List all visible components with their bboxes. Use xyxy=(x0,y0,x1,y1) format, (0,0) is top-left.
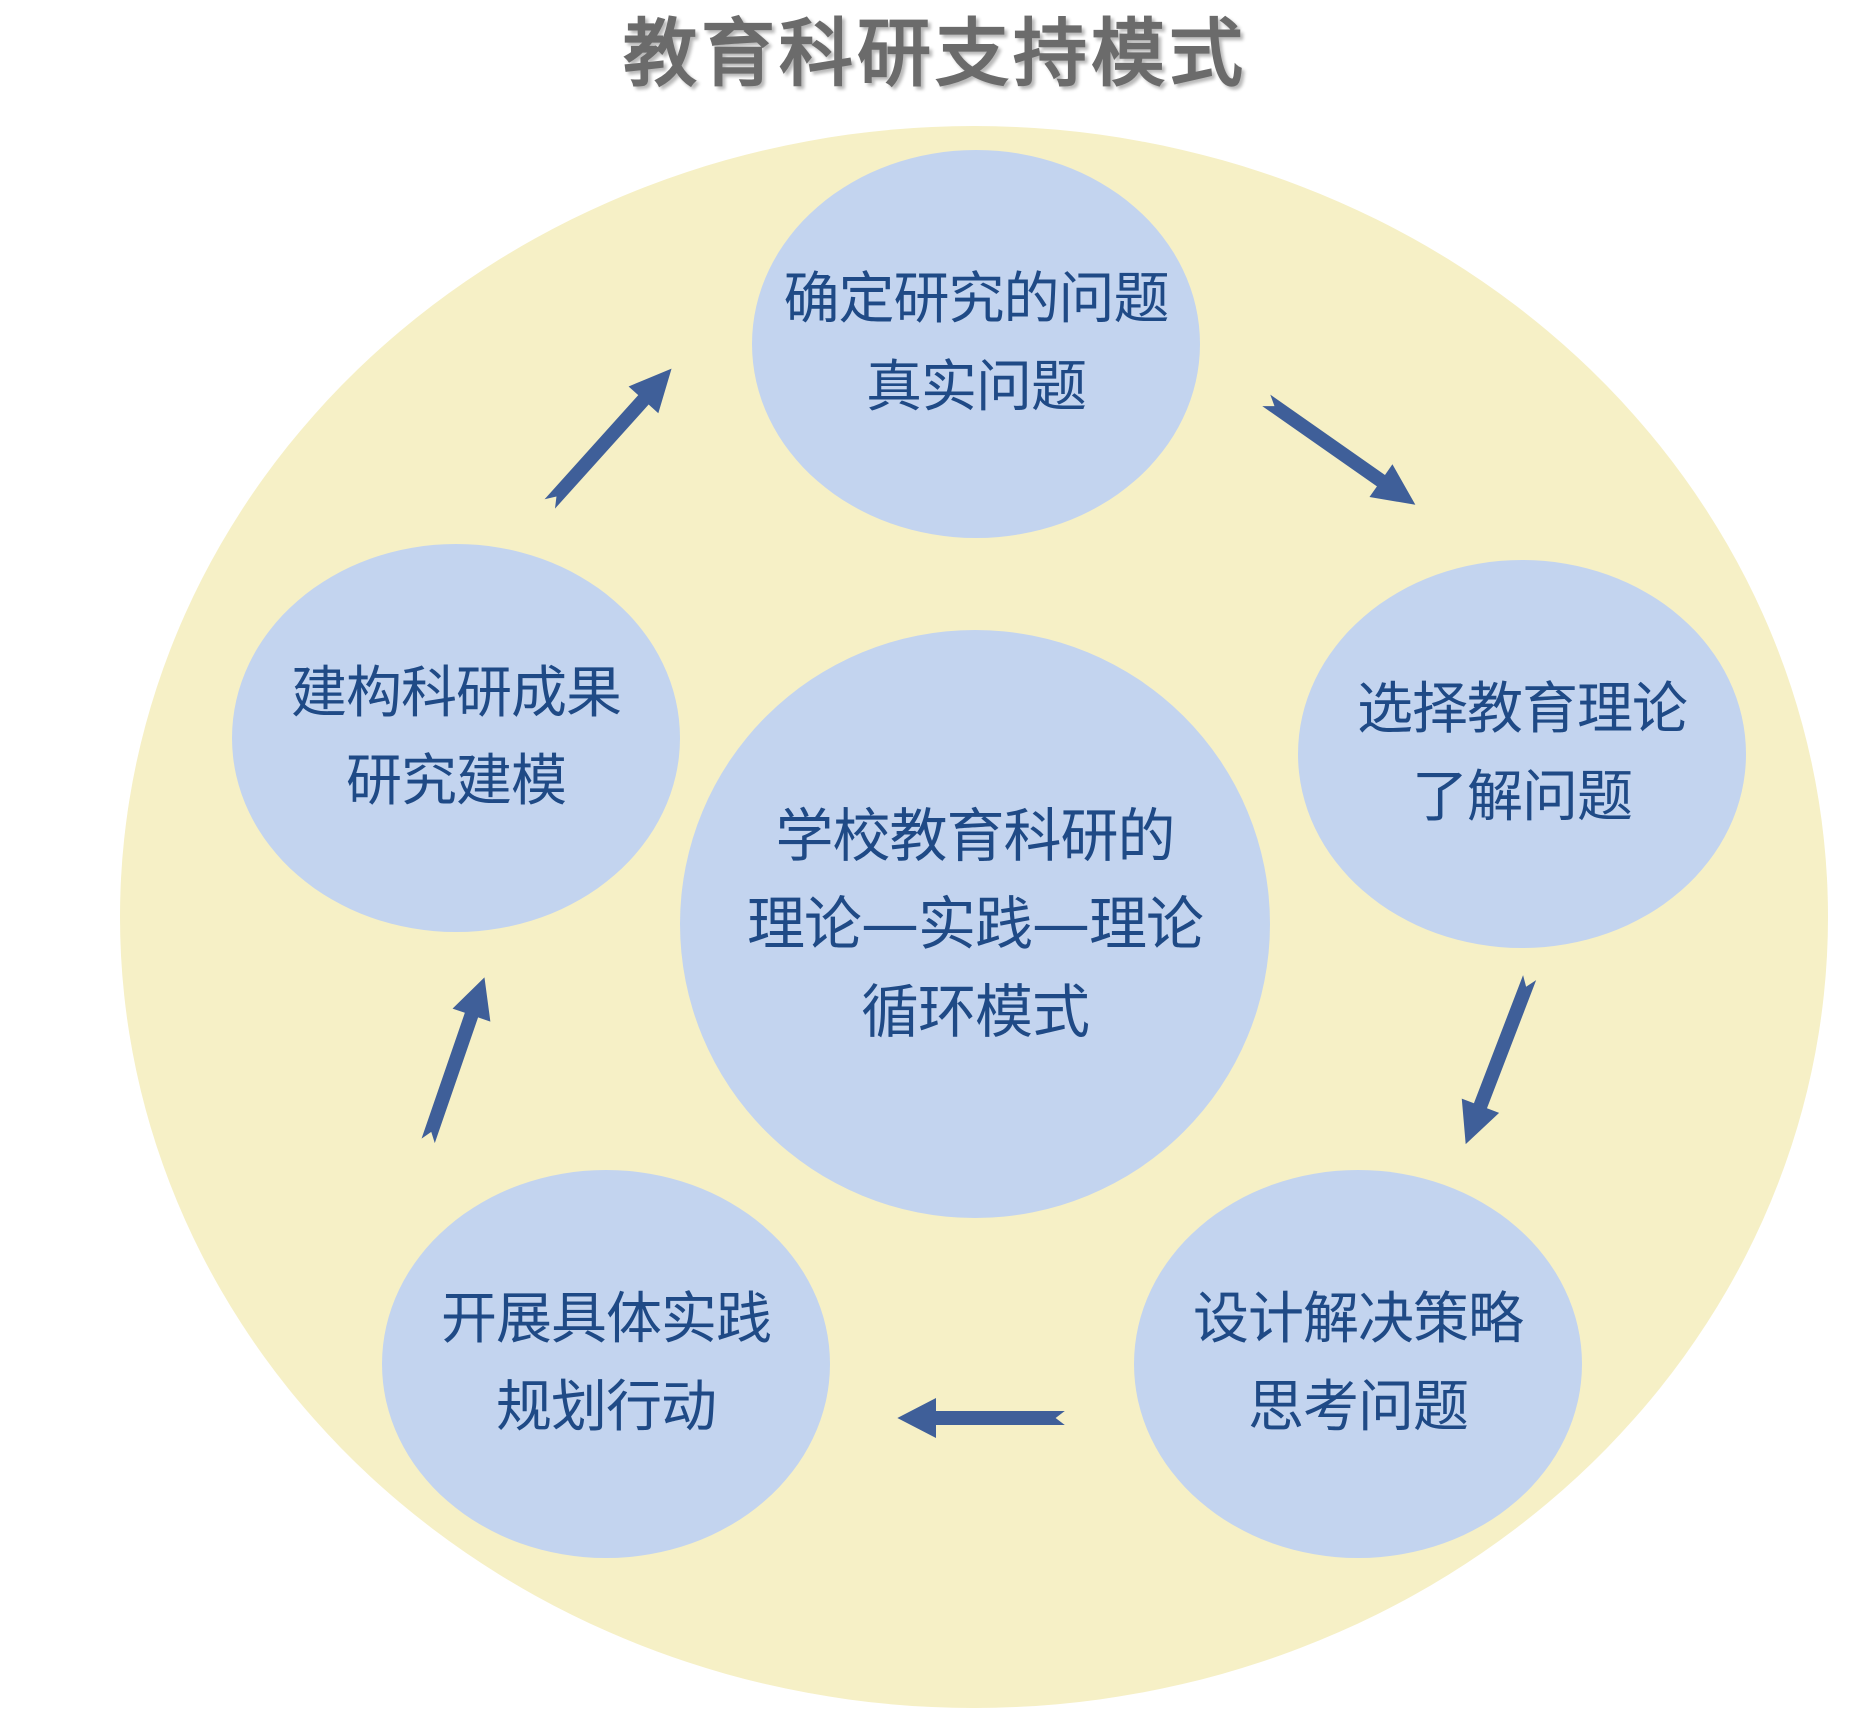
center-line-2: 理论—实践—理论 xyxy=(746,890,1204,958)
center-line-1: 学校教育科研的 xyxy=(775,802,1175,870)
center-line-3: 循环模式 xyxy=(860,978,1090,1046)
step-identify-problem: 确定研究的问题 真实问题 xyxy=(752,150,1200,538)
step-select-theory: 选择教育理论 了解问题 xyxy=(1298,560,1746,948)
step-construct-results-line-1: 建构科研成果 xyxy=(291,661,622,726)
step-select-theory-line-1: 选择教育理论 xyxy=(1357,677,1688,742)
step-design-strategy-line-1: 设计解决策略 xyxy=(1193,1287,1524,1352)
center-cycle-model: 学校教育科研的 理论—实践—理论 循环模式 xyxy=(680,630,1270,1218)
step-carry-out-practice: 开展具体实践 规划行动 xyxy=(382,1170,830,1558)
step-carry-out-practice-line-1: 开展具体实践 xyxy=(441,1287,772,1352)
step-select-theory-line-2: 了解问题 xyxy=(1412,765,1633,830)
step-design-strategy-line-2: 思考问题 xyxy=(1248,1375,1469,1440)
step-identify-problem-line-1: 确定研究的问题 xyxy=(783,267,1170,332)
step-construct-results: 建构科研成果 研究建模 xyxy=(232,544,680,932)
step-carry-out-practice-line-2: 规划行动 xyxy=(496,1375,717,1440)
step-identify-problem-line-2: 真实问题 xyxy=(866,355,1087,420)
step-construct-results-line-2: 研究建模 xyxy=(346,749,567,814)
step-design-strategy: 设计解决策略 思考问题 xyxy=(1134,1170,1582,1558)
diagram-title: 教育科研支持模式 xyxy=(623,11,1247,97)
